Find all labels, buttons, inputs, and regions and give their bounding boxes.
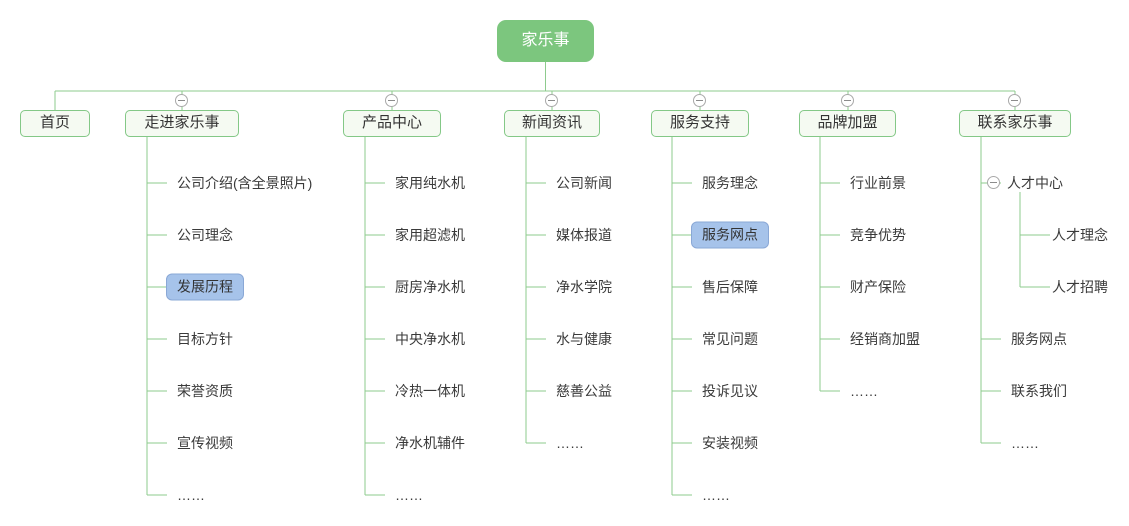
leaf-industry-outlook[interactable]: 行业前景: [850, 175, 906, 191]
node-products[interactable]: 产品中心: [343, 110, 441, 137]
collapse-icon[interactable]: [385, 94, 398, 107]
leaf-honors[interactable]: 荣誉资质: [177, 383, 233, 399]
leaf-faq[interactable]: 常见问题: [702, 331, 758, 347]
leaf-media-reports[interactable]: 媒体报道: [556, 227, 612, 243]
leaf-talent-center[interactable]: 人才中心: [1007, 175, 1063, 191]
node-service[interactable]: 服务支持: [651, 110, 749, 137]
leaf-charity[interactable]: 慈善公益: [556, 383, 612, 399]
leaf-about-more[interactable]: ……: [177, 487, 205, 503]
leaf-talent-philosophy[interactable]: 人才理念: [1052, 227, 1108, 243]
leaf-service-philosophy[interactable]: 服务理念: [702, 175, 758, 191]
leaf-purifier-accessories[interactable]: 净水机辅件: [395, 435, 465, 451]
leaf-development-history[interactable]: 发展历程: [166, 273, 244, 301]
leaf-contact-service-network[interactable]: 服务网点: [1011, 331, 1067, 347]
node-news[interactable]: 新闻资讯: [504, 110, 600, 137]
leaf-install-video[interactable]: 安装视频: [702, 435, 758, 451]
leaf-home-pure-water[interactable]: 家用纯水机: [395, 175, 465, 191]
collapse-icon[interactable]: [175, 94, 188, 107]
leaf-promo-video[interactable]: 宣传视频: [177, 435, 233, 451]
node-franchise[interactable]: 品牌加盟: [799, 110, 896, 137]
leaf-contact-more[interactable]: ……: [1011, 435, 1039, 451]
leaf-products-more[interactable]: ……: [395, 487, 423, 503]
leaf-competitive-advantage[interactable]: 竞争优势: [850, 227, 906, 243]
node-contact[interactable]: 联系家乐事: [959, 110, 1071, 137]
root-node[interactable]: 家乐事: [497, 20, 594, 62]
leaf-water-health[interactable]: 水与健康: [556, 331, 612, 347]
leaf-water-academy[interactable]: 净水学院: [556, 279, 612, 295]
collapse-icon[interactable]: [987, 176, 1000, 189]
collapse-icon[interactable]: [1008, 94, 1021, 107]
leaf-franchise-more[interactable]: ……: [850, 383, 878, 399]
leaf-talent-recruitment[interactable]: 人才招聘: [1052, 279, 1108, 295]
leaf-central-purifier[interactable]: 中央净水机: [395, 331, 465, 347]
collapse-icon[interactable]: [693, 94, 706, 107]
collapse-icon[interactable]: [841, 94, 854, 107]
leaf-home-ultrafiltration[interactable]: 家用超滤机: [395, 227, 465, 243]
leaf-news-more[interactable]: ……: [556, 435, 584, 451]
leaf-kitchen-purifier[interactable]: 厨房净水机: [395, 279, 465, 295]
leaf-goals-policy[interactable]: 目标方针: [177, 331, 233, 347]
leaf-service-more[interactable]: ……: [702, 487, 730, 503]
leaf-dealer-join[interactable]: 经销商加盟: [850, 331, 920, 347]
node-about[interactable]: 走进家乐事: [125, 110, 239, 137]
collapse-icon[interactable]: [545, 94, 558, 107]
leaf-company-news[interactable]: 公司新闻: [556, 175, 612, 191]
leaf-service-network[interactable]: 服务网点: [691, 221, 769, 249]
node-home[interactable]: 首页: [20, 110, 90, 137]
leaf-company-intro[interactable]: 公司介绍(含全景照片): [177, 175, 313, 191]
leaf-company-philosophy[interactable]: 公司理念: [177, 227, 233, 243]
leaf-hot-cold-machine[interactable]: 冷热一体机: [395, 383, 465, 399]
leaf-complaints[interactable]: 投诉见议: [702, 383, 758, 399]
leaf-property-insurance[interactable]: 财产保险: [850, 279, 906, 295]
leaf-after-sales[interactable]: 售后保障: [702, 279, 758, 295]
leaf-contact-us[interactable]: 联系我们: [1011, 383, 1067, 399]
